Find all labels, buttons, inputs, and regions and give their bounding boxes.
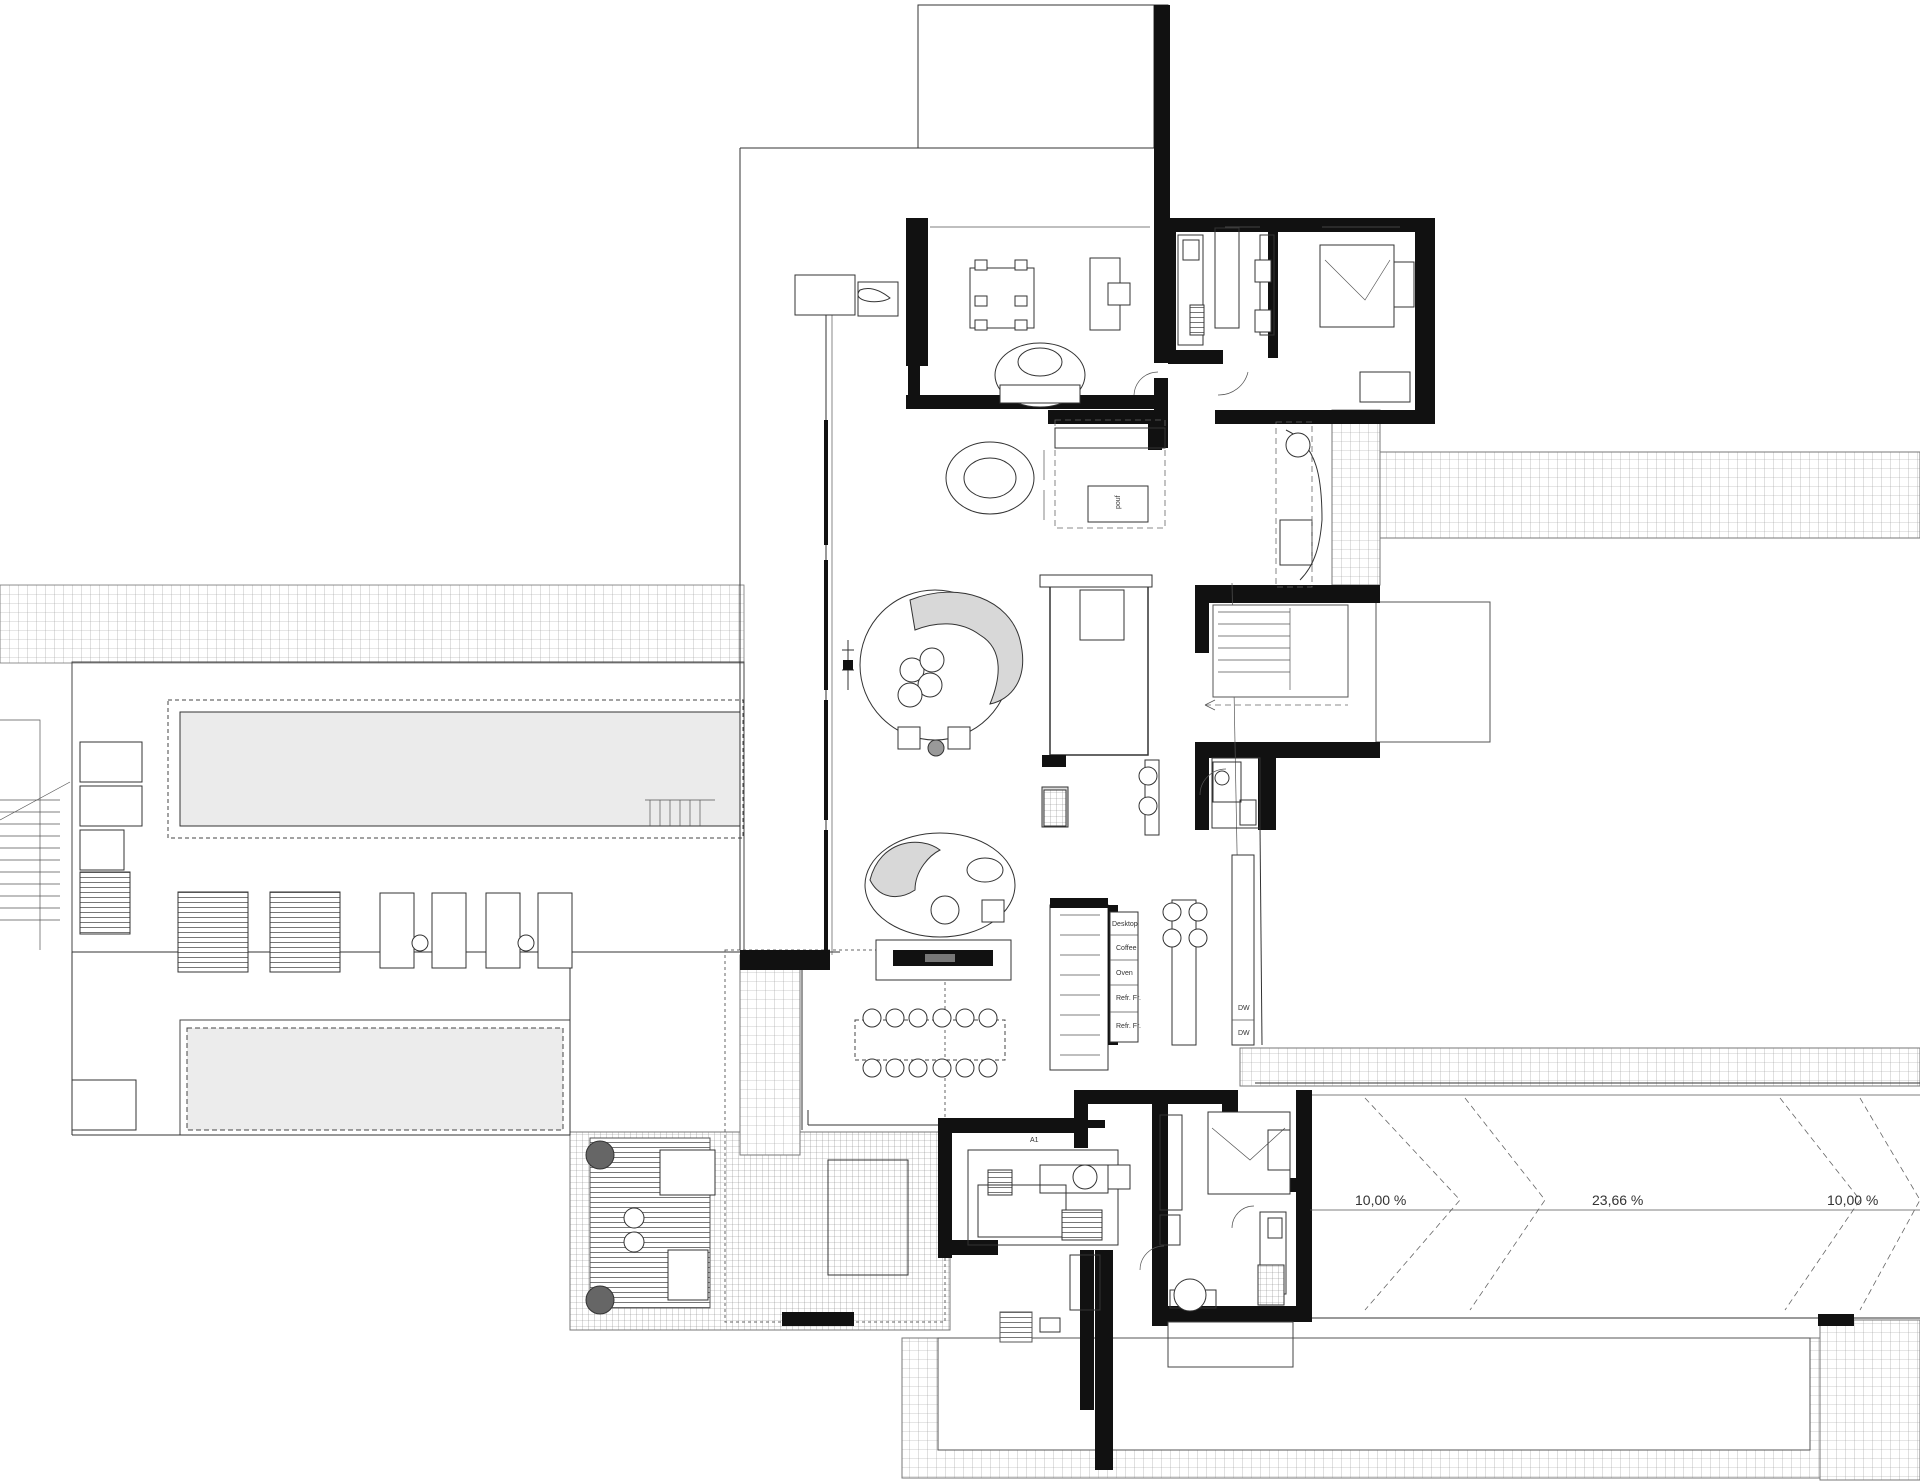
double-bed	[1319, 244, 1395, 328]
powder-room	[1199, 757, 1261, 829]
unit-fridge-2: Refr. Fr.	[1116, 1023, 1141, 1030]
stair-landing-balcony	[1375, 601, 1491, 743]
terrace-east-strip	[1379, 451, 1920, 539]
terrace-kitchen-east	[1239, 1047, 1920, 1087]
guest-suite	[1139, 1111, 1294, 1368]
kitchen-counter	[1231, 854, 1255, 1046]
lounge-area: pouf	[945, 419, 1166, 529]
lounger	[379, 892, 415, 969]
living-rug-group-2	[864, 832, 1016, 981]
outdoor-dining-set	[177, 891, 249, 973]
upper-pool	[179, 711, 741, 827]
outdoor-shower	[71, 1079, 137, 1131]
dining-room-north	[857, 257, 1131, 408]
south-west-deck	[585, 949, 946, 1326]
roof-slopes: 10,00 % 23,66 % 10,00 %	[1310, 1097, 1920, 1311]
dining-table-large	[854, 1008, 1006, 1078]
dishwasher-2: DW	[1238, 1030, 1250, 1037]
outdoor-dining-set	[269, 891, 341, 973]
pouf	[1087, 485, 1149, 523]
guest-bed	[1207, 1111, 1291, 1195]
pouf-label: pouf	[1115, 495, 1122, 509]
slope-east: 10,00 %	[1827, 1192, 1878, 1208]
house-outline	[739, 4, 1920, 1319]
section-cut-bar	[1005, 1120, 1105, 1128]
deck-bench	[782, 1312, 854, 1326]
sunbed	[79, 741, 143, 783]
lounger	[485, 892, 521, 969]
tall-units	[1109, 911, 1139, 1043]
lounger	[537, 892, 573, 969]
terrace-east-corner	[1331, 409, 1381, 586]
section-mark: A1	[1030, 1137, 1039, 1144]
east-stair	[1204, 604, 1349, 711]
misc-symbols	[842, 640, 1158, 827]
curved-sofa	[909, 591, 1024, 705]
study-desk	[967, 1149, 1119, 1246]
terrace-south-porch	[739, 954, 801, 1156]
dishwasher-1: DW	[1238, 1005, 1250, 1012]
unit-coffee: Coffee	[1116, 945, 1137, 952]
slope-west: 10,00 %	[1355, 1192, 1406, 1208]
carport	[917, 4, 1169, 149]
terrace-bottom-cut	[937, 1337, 1811, 1451]
pool-area	[0, 661, 840, 1136]
south-wing: A1	[967, 1120, 1131, 1343]
stairs-main	[1049, 904, 1109, 1071]
sunbed	[79, 829, 125, 871]
master-suite	[1133, 227, 1415, 588]
unit-fridge-1: Refr. Fr.	[1116, 995, 1141, 1002]
lounger	[431, 892, 467, 969]
central-core	[1039, 574, 1160, 1071]
lower-pool	[186, 1027, 564, 1131]
deck-dining-cluster	[827, 1159, 909, 1276]
outdoor-table	[79, 871, 131, 935]
kitchen: Desktop Coffee Oven Refr. Fr. Refr. Fr. …	[1109, 761, 1257, 1046]
unit-desktop: Desktop	[1112, 921, 1138, 928]
living-rug-group	[859, 589, 1024, 757]
unit-oven: Oven	[1116, 970, 1133, 977]
slope-middle: 23,66 %	[1592, 1192, 1643, 1208]
terrace-bottom-right	[1819, 1319, 1920, 1481]
sunbed	[79, 785, 143, 827]
pool-steps	[645, 799, 715, 826]
kitchen-island	[1171, 899, 1197, 1046]
terrace-west	[0, 584, 745, 664]
west-stairs	[0, 719, 60, 950]
